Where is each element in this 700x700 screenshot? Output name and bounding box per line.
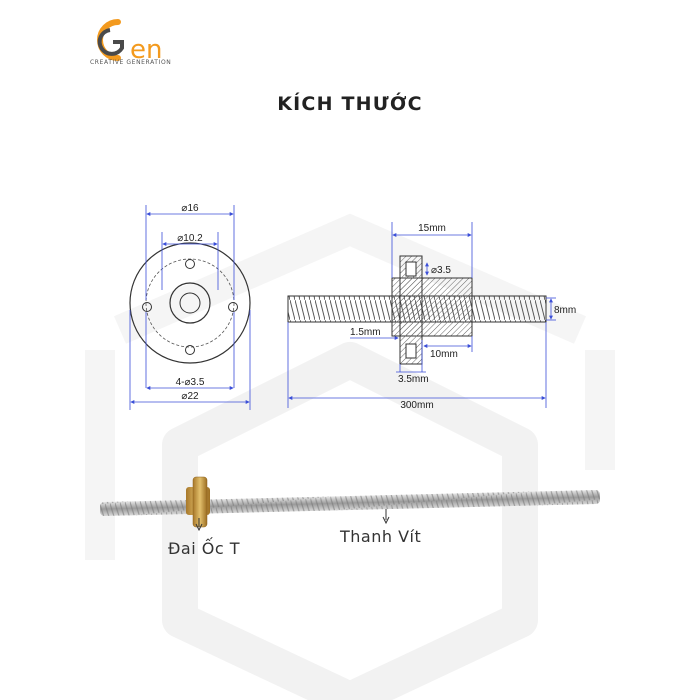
dim-flange-thickness: 1.5mm (350, 327, 381, 338)
flange-front-view: ⌀16 ⌀10.2 4-⌀3.5 ⌀22 (129, 203, 251, 410)
nut-flange (399, 255, 423, 365)
dim-holes: 4-⌀3.5 (176, 377, 205, 388)
bolt-hole (185, 345, 195, 355)
logo-text: en (130, 35, 162, 65)
t-nut-photo (186, 476, 210, 528)
dim-flange-width: 3.5mm (398, 374, 429, 385)
logo-tagline: CREATIVE GENERATION (90, 59, 172, 66)
bolt-hole (142, 302, 152, 312)
dim-flange-hole: ⌀3.5 (431, 265, 451, 276)
brand-logo: en (97, 19, 162, 65)
dim-screw-diameter: 8mm (554, 305, 576, 316)
dim-nut-length: 15mm (418, 223, 446, 234)
lead-screw-photo (100, 489, 600, 517)
dim-bolt-circle: ⌀16 (181, 203, 199, 214)
bolt-hole (228, 302, 238, 312)
dim-outer-diameter: ⌀22 (181, 391, 199, 402)
page-title: KÍCH THƯỚC (277, 93, 423, 115)
screw-label: Thanh Vít (340, 527, 422, 546)
screw-side-view: 15mm ⌀3.5 8mm 1.5mm 10mm 3.5mm 300mm (287, 222, 576, 411)
bolt-hole (185, 259, 195, 269)
nut-label: Đai Ốc T (168, 539, 240, 558)
dim-screw-length: 300mm (400, 400, 433, 411)
dim-hub-diameter: ⌀10.2 (177, 233, 203, 244)
dim-hub-length: 10mm (430, 349, 458, 360)
